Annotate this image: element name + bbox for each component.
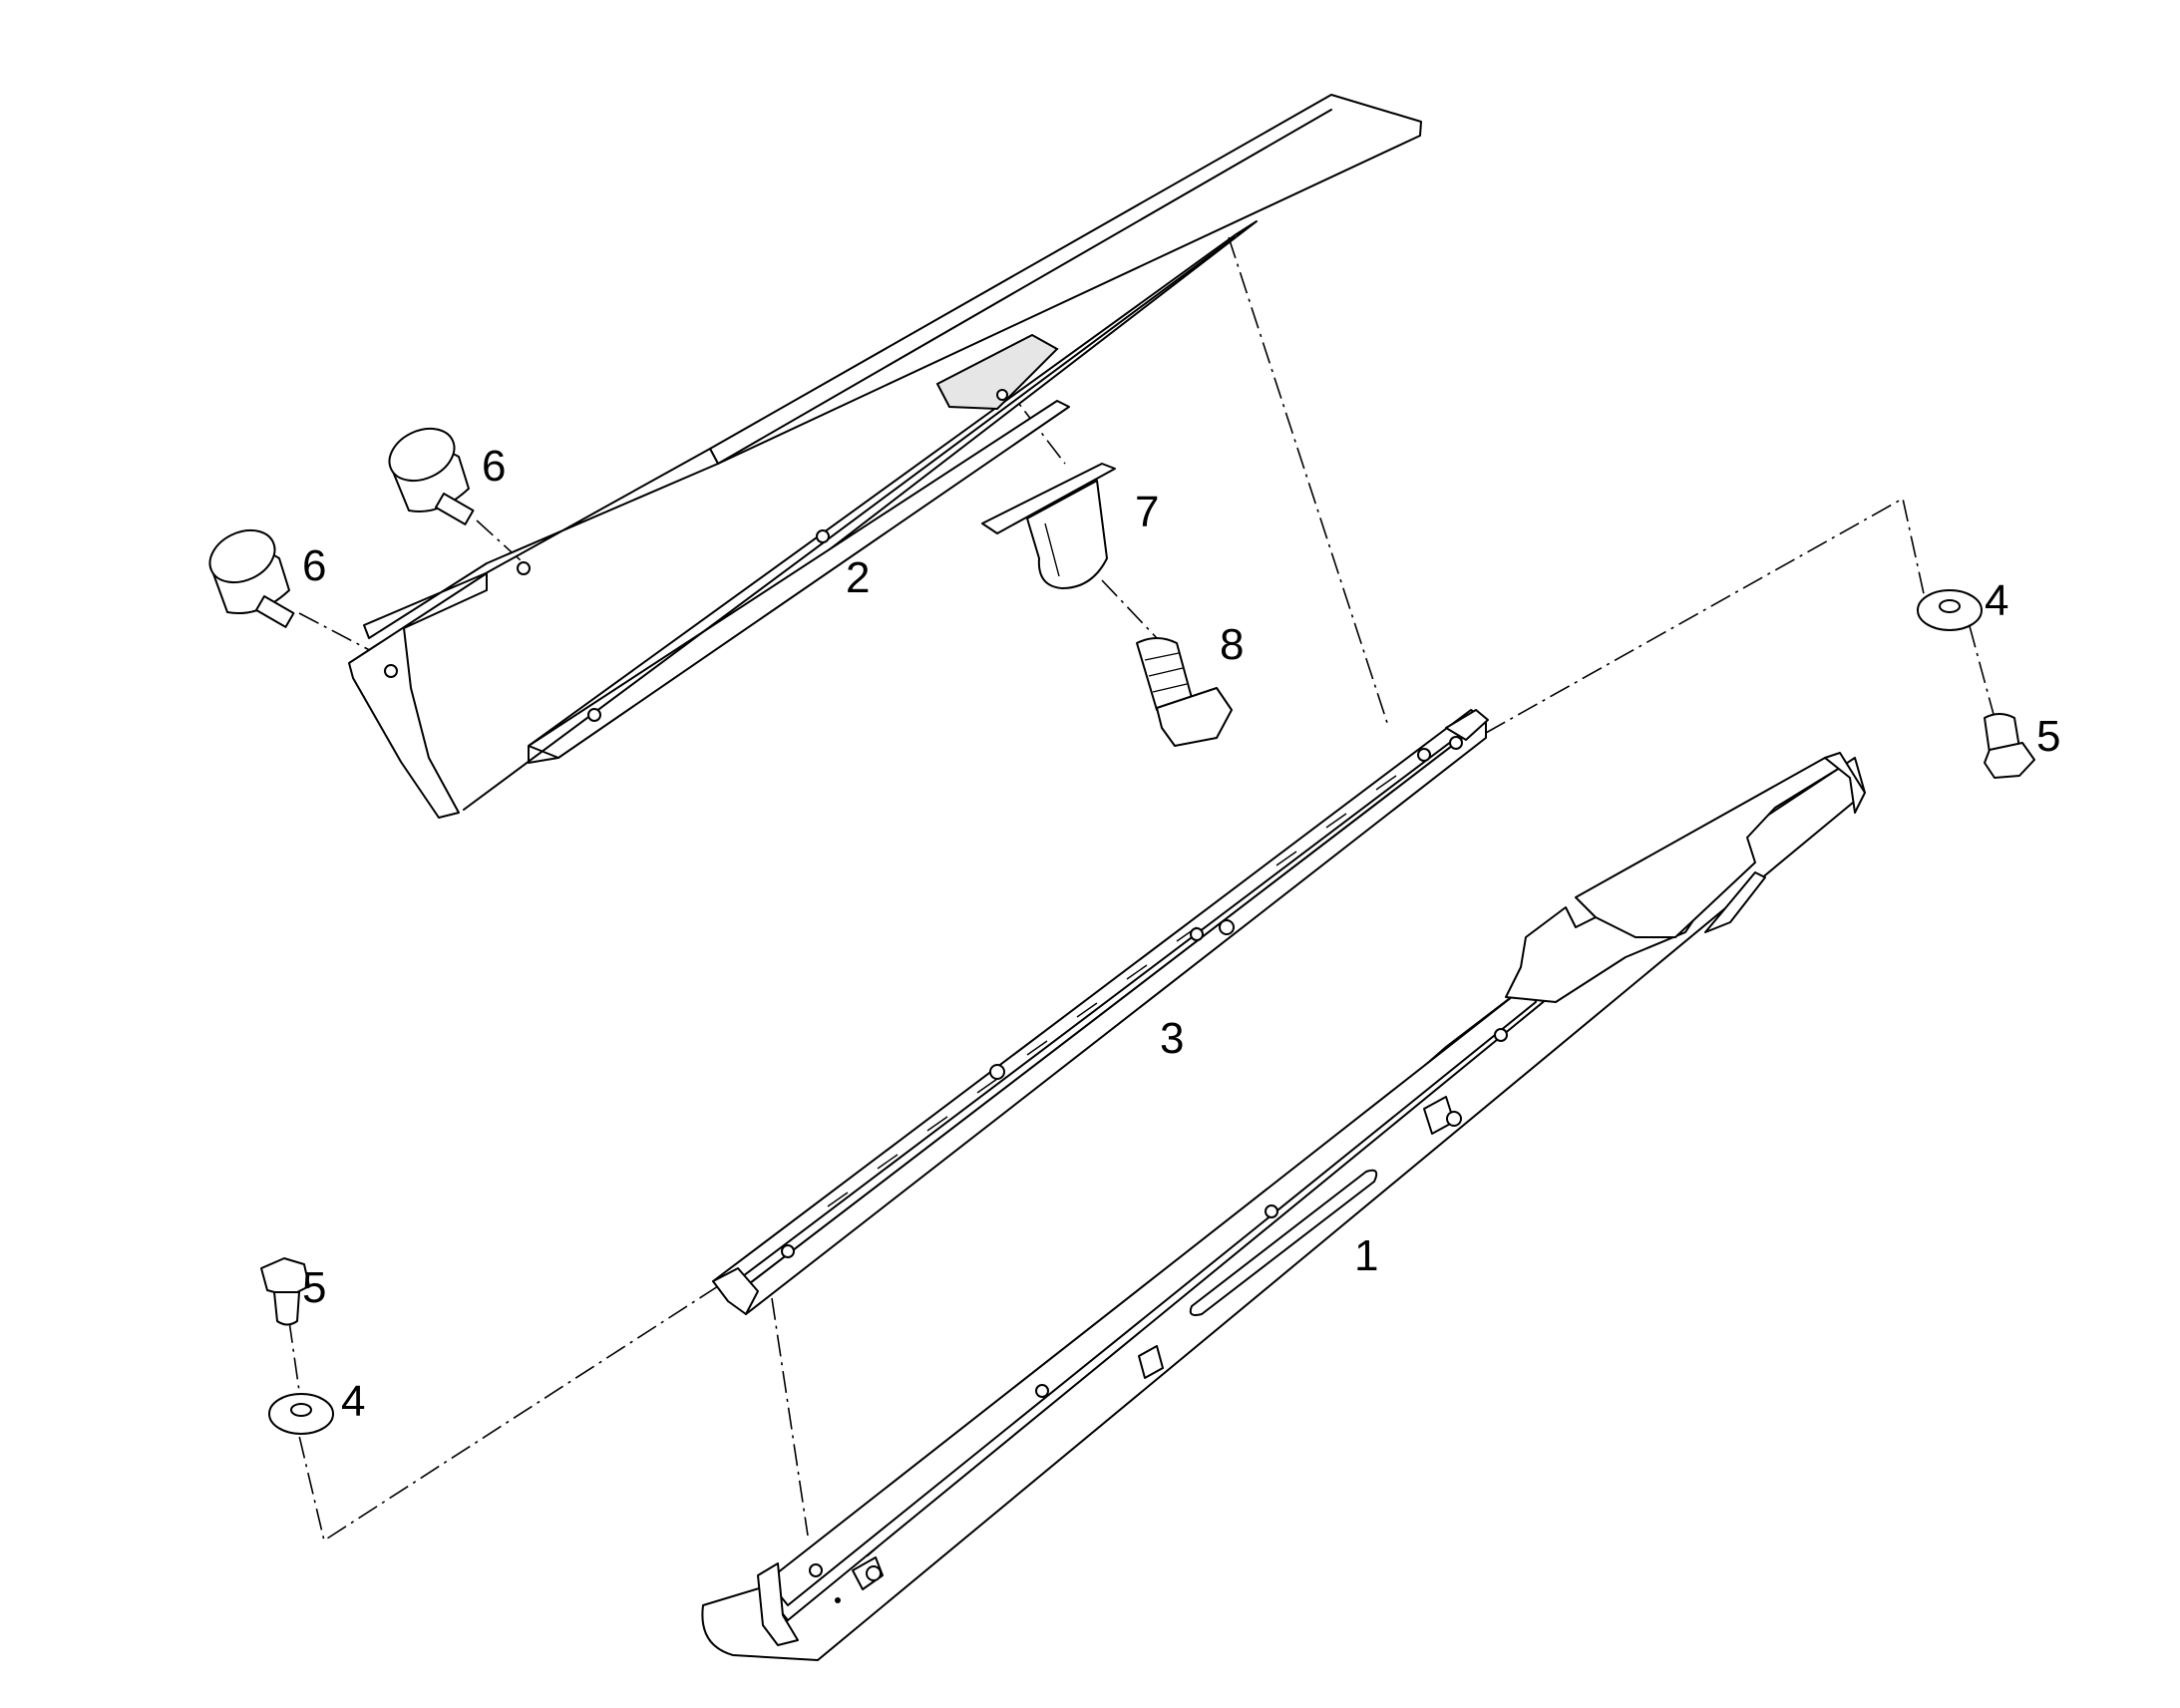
insert-body-edge xyxy=(1044,522,1060,577)
part-2-upper-bracket xyxy=(348,94,1422,819)
bracket-lower-rail xyxy=(528,400,1070,759)
rail-3-body xyxy=(732,719,1487,1315)
callouts: 1 2 3 4 4 5 5 6 6 7 8 xyxy=(302,442,2060,1426)
bracket-top-flange xyxy=(709,94,1422,465)
channel-1-left-end xyxy=(757,1562,799,1646)
bracket-hole-1 xyxy=(384,664,398,678)
rail-3-hole-1 xyxy=(781,1244,795,1258)
callout-5-upper: 5 xyxy=(2036,712,2060,761)
part-7-flange-insert xyxy=(981,463,1116,589)
callout-6-upper: 6 xyxy=(482,442,506,491)
rail-3-hole-2 xyxy=(989,1064,1005,1080)
channel-1-mid-block-1 xyxy=(1138,1345,1164,1379)
washer-upper-inner xyxy=(1939,599,1961,613)
bolt-5-lower-shank xyxy=(273,1291,300,1326)
insert-flange xyxy=(981,463,1116,534)
washer-lower-inner xyxy=(290,1403,312,1417)
part-3-middle-rail xyxy=(712,709,1489,1315)
callout-3: 3 xyxy=(1160,1014,1184,1063)
rail-3-lip xyxy=(722,722,1477,1292)
leader-left-bolt-to-washer xyxy=(288,1320,300,1392)
part-6-bumper-upper xyxy=(388,427,475,525)
rail-3-right-end xyxy=(1445,709,1489,741)
callout-7: 7 xyxy=(1135,488,1159,536)
part-4-washer-upper xyxy=(1917,589,1983,631)
leader-right-fastener xyxy=(1485,497,1926,734)
part-6-bumper-lower xyxy=(208,528,295,628)
bumper-lower-stud xyxy=(254,595,295,628)
bumper-upper-stud xyxy=(434,493,475,525)
bracket-hole-3 xyxy=(816,529,830,543)
part-1-base-channel xyxy=(701,752,1866,1661)
bolt-5-upper-head xyxy=(1984,742,2035,779)
bolt-8-head xyxy=(1156,687,1233,747)
bracket-side-plate xyxy=(348,572,488,819)
callout-4-upper: 4 xyxy=(1985,576,2008,625)
leader-part3-to-part1 xyxy=(771,1297,809,1537)
leader-part7-to-part8 xyxy=(1101,579,1158,639)
channel-1-hole-3 xyxy=(1265,1204,1278,1218)
callout-5-lower: 5 xyxy=(302,1263,326,1312)
part-8-bolt xyxy=(1136,637,1233,747)
part-4-washer-lower xyxy=(268,1393,334,1435)
part-5-bolt-upper xyxy=(1984,713,2035,779)
bolt-5-lower-head xyxy=(260,1257,310,1297)
callout-4-lower: 4 xyxy=(341,1377,365,1426)
callout-1: 1 xyxy=(1354,1231,1378,1280)
callout-2: 2 xyxy=(846,553,870,602)
channel-1-pin xyxy=(835,1597,841,1603)
leader-left-fastener xyxy=(298,1285,719,1542)
bracket-hole-5 xyxy=(996,389,1008,401)
leader-right-washer-to-bolt xyxy=(1969,625,1996,719)
assembly-leaders xyxy=(288,236,1996,1542)
rail-3-hole-6 xyxy=(1449,736,1463,750)
channel-1-hole-2 xyxy=(1035,1384,1049,1398)
channel-1-hole-4 xyxy=(1494,1028,1508,1042)
channel-1-hole-6 xyxy=(866,1565,882,1581)
leader-part6-lower xyxy=(298,612,382,657)
channel-1-right-end xyxy=(1824,752,1866,814)
insert-body xyxy=(1026,480,1108,589)
rail-3-slots xyxy=(827,775,1397,1207)
bracket-center-tab xyxy=(935,333,1059,411)
bolt-8-threads xyxy=(1144,652,1188,693)
callout-6-lower: 6 xyxy=(302,541,326,590)
channel-1-cradle-lip xyxy=(1704,871,1766,933)
bracket-fold-line xyxy=(717,109,1332,465)
part-5-bolt-lower xyxy=(260,1257,310,1326)
channel-1-hole-5 xyxy=(1446,1111,1462,1127)
bolt-8-shank xyxy=(1136,637,1193,711)
channel-1-top-flange xyxy=(767,981,1537,1606)
rail-3-hole-5 xyxy=(1417,748,1431,762)
callout-8: 8 xyxy=(1220,620,1244,669)
bracket-hole-2 xyxy=(517,561,531,575)
rail-3-left-end xyxy=(712,1267,759,1315)
rail-3-hole-3 xyxy=(1190,927,1204,941)
bumper-lower-face xyxy=(208,528,276,584)
channel-1-hole-1 xyxy=(809,1563,823,1577)
rail-3-top-strip xyxy=(712,709,1487,1297)
bracket-hole-4 xyxy=(587,708,601,722)
leader-part2-to-part3 xyxy=(1228,236,1389,727)
channel-1-slot xyxy=(1189,1169,1378,1316)
rail-3-hole-4 xyxy=(1219,919,1235,935)
bumper-upper-face xyxy=(388,427,456,483)
